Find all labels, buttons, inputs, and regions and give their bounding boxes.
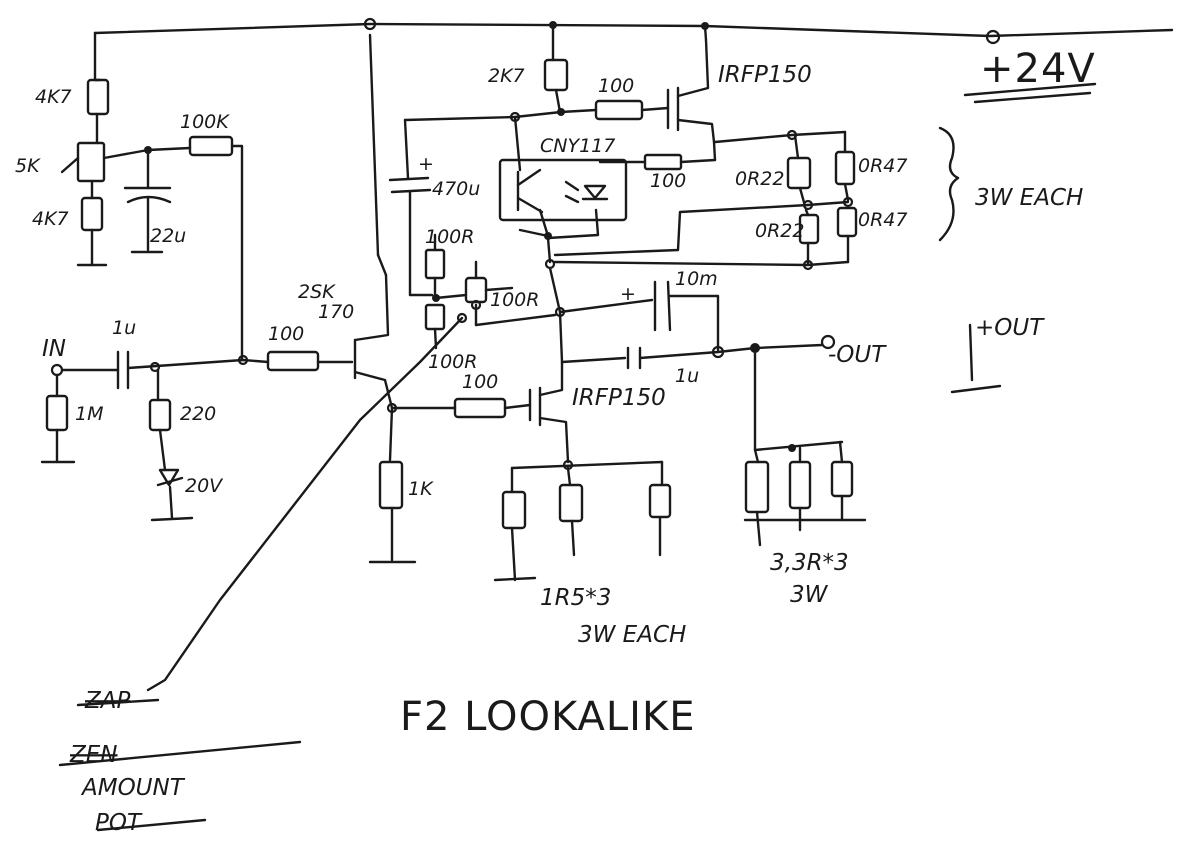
resistor-100-top-gate [594,99,644,121]
label-input: IN [42,336,66,362]
label-out-pos: +OUT [975,315,1045,341]
resistor-1r5-b [558,483,584,523]
supply-label: +24V [980,46,1096,92]
label-100r-c: 100R [428,351,477,373]
label-zap: ZAP [84,688,130,714]
resistor-220 [148,398,172,432]
label-470u: 470u [432,178,480,200]
label-5k: 5K [15,155,41,177]
resistor-3r3-b [788,460,812,510]
label-10m-plus: + [620,283,636,305]
resistor-100r-b [424,303,446,331]
label-100-top: 100 [598,75,634,97]
resistor-3r3-a [744,460,770,514]
label-4k7-bottom: 4K7 [32,208,69,230]
label-10m: 10m [675,268,718,290]
upper-source-resistors [553,126,960,271]
jfet-2sk170 [353,33,394,410]
label-2k7: 2K7 [488,65,525,87]
pot-5k [60,141,150,183]
resistor-100-jfet-gate [266,350,320,372]
out-pos-terminal [950,323,1002,394]
zen-pot-network [146,233,566,692]
label-3r3x3: 3,3R*3 [770,550,849,576]
input-stage [40,350,354,522]
label-0r47-a: 0R47 [858,155,907,177]
label-0r22-a: 0R22 [735,168,784,190]
resistor-4k7-bottom [80,196,104,232]
label-amount: AMOUNT [80,775,186,801]
resistor-1m [45,394,69,432]
label-3r3-3w: 3W [790,582,829,608]
label-1r5x3: 1R5*3 [540,585,611,611]
label-2sk170-line1: 2SK [298,281,336,303]
resistor-4k7-top [86,78,110,116]
output-caps [548,266,836,370]
label-220: 220 [180,403,216,425]
upper-mosfet-stage [403,23,717,162]
resistor-1k [378,460,404,510]
label-3w-each: 3W EACH [975,185,1083,211]
label-0r22-b: 0R22 [755,220,804,242]
label-20v: 20V [185,475,224,497]
label-470u-plus: + [418,153,434,175]
resistor-0r47-a [834,150,856,186]
cap-1u-in [116,350,130,390]
lower-mosfet-stage [390,360,672,582]
label-1k: 1K [408,478,434,500]
zener-20v [156,468,184,487]
resistor-0r47-b [836,206,858,238]
label-0r47-b: 0R47 [858,209,907,231]
label-1r5-3w: 3W EACH [578,622,686,648]
label-irfp150-top: IRFP150 [718,62,812,88]
label-22u: 22u [150,225,186,247]
mosfet-irfp150-top [666,24,716,144]
label-100-opto: 100 [650,170,686,192]
label-1m: 1M [75,403,103,425]
label-100k: 100K [180,111,230,133]
mosfet-irfp150-bottom [528,360,570,464]
resistor-1r5-a [501,490,527,530]
opto-bias-block [388,111,810,297]
label-cny117: CNY117 [540,135,615,157]
resistor-2k7 [543,58,569,92]
cap-out-1u [626,346,642,370]
resistor-100-opto [643,153,683,171]
label-pot: POT [95,810,143,836]
resistor-0r22-a [786,156,812,190]
label-2sk170-line2: 170 [318,301,354,323]
resistor-100k [188,135,234,157]
label-1u-out: 1u [675,365,699,387]
label-100r-b: 100R [490,289,539,311]
schematic-title: F2 LOOKALIKE [400,694,695,740]
label-irfp150-bottom: IRFP150 [572,385,666,411]
cap-470u [388,176,432,194]
label-4k7-top: 4K7 [35,86,72,108]
label-1u-in: 1u [112,317,136,339]
label-100-jfet: 100 [268,323,304,345]
label-100r-a: 100R [425,226,474,248]
resistor-100-bottom-gate [453,397,507,419]
label-out-neg: -OUT [828,342,887,368]
cap-10m [653,280,672,332]
bias-network [60,31,244,362]
resistor-1r5-c [648,483,672,519]
load-resistors [743,346,867,547]
label-100-bottom: 100 [462,371,498,393]
resistor-3r3-c [830,460,854,498]
zen-pot-note [58,698,302,832]
pot-100r [464,276,488,304]
resistor-100r-a [424,248,446,280]
label-zen: ZEN [69,742,118,768]
opto-cny117 [498,158,628,222]
